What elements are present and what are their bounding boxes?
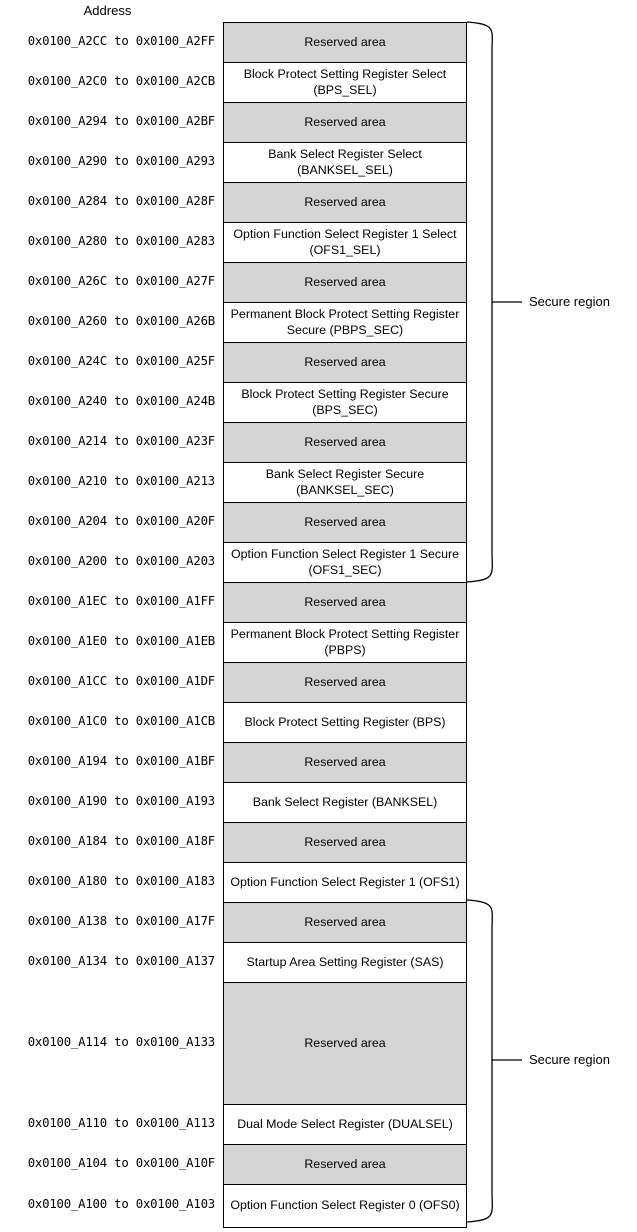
row-label: Block Protect Setting Register Select (B… [243, 66, 447, 97]
register-row: Bank Select Register Select (BANKSEL_SEL… [224, 143, 466, 183]
address-range-label: 0x0100_A114 to 0x0100_A133 [27, 1035, 215, 1049]
address-range-label: 0x0100_A290 to 0x0100_A293 [27, 154, 215, 168]
row-label: Option Function Select Register 1 (OFS1) [230, 874, 460, 889]
address-range-label: 0x0100_A204 to 0x0100_A20F [27, 514, 215, 528]
register-row: Permanent Block Protect Setting Register… [224, 623, 466, 663]
address-range-label: 0x0100_A200 to 0x0100_A203 [27, 554, 215, 568]
reserved-area-row: Reserved area [224, 343, 466, 383]
reserved-area-row: Reserved area [224, 983, 466, 1105]
register-row: Option Function Select Register 1 Secure… [224, 543, 466, 583]
address-range-label: 0x0100_A138 to 0x0100_A17F [27, 914, 215, 928]
reserved-area-row: Reserved area [224, 183, 466, 223]
address-range-label: 0x0100_A184 to 0x0100_A18F [27, 834, 215, 848]
register-row: Block Protect Setting Register (BPS) [224, 703, 466, 743]
row-label: Reserved area [304, 34, 386, 49]
reserved-area-row: Reserved area [224, 583, 466, 623]
secure-region-bracket [466, 21, 493, 583]
row-label: Reserved area [304, 914, 386, 929]
register-row: Option Function Select Register 1 Select… [224, 223, 466, 263]
row-label: Reserved area [304, 354, 386, 369]
row-label: Permanent Block Protect Setting Register… [230, 626, 460, 657]
row-label: Reserved area [304, 834, 386, 849]
reserved-area-row: Reserved area [224, 823, 466, 863]
address-range-label: 0x0100_A260 to 0x0100_A26B [27, 314, 215, 328]
address-range-label: 0x0100_A26C to 0x0100_A27F [27, 274, 215, 288]
address-range-label: 0x0100_A280 to 0x0100_A283 [27, 234, 215, 248]
reserved-area-row: Reserved area [224, 263, 466, 303]
register-row: Option Function Select Register 0 (OFS0) [224, 1185, 466, 1227]
row-label: Reserved area [304, 434, 386, 449]
reserved-area-row: Reserved area [224, 103, 466, 143]
address-range-label: 0x0100_A1E0 to 0x0100_A1EB [27, 634, 215, 648]
row-label: Reserved area [304, 114, 386, 129]
row-label: Option Function Select Register 1 Secure… [231, 546, 459, 577]
address-label-column: 0x0100_A2CC to 0x0100_A2FF 0x0100_A2C0 to… [0, 0, 215, 1232]
address-range-label: 0x0100_A104 to 0x0100_A10F [27, 1156, 215, 1170]
address-range-label: 0x0100_A190 to 0x0100_A193 [27, 794, 215, 808]
address-range-label: 0x0100_A210 to 0x0100_A213 [27, 474, 215, 488]
reserved-area-row: Reserved area [224, 743, 466, 783]
address-range-label: 0x0100_A110 to 0x0100_A113 [27, 1116, 215, 1130]
row-label: Reserved area [304, 274, 386, 289]
reserved-area-row: Reserved area [224, 423, 466, 463]
row-label: Block Protect Setting Register (BPS) [244, 714, 446, 729]
secure-region-label: Secure region [529, 294, 610, 309]
row-label: Reserved area [304, 754, 386, 769]
secure-region-bracket [466, 899, 493, 1223]
row-label: Reserved area [304, 1035, 386, 1050]
row-label: Block Protect Setting Register Secure (B… [241, 386, 449, 417]
row-label: Startup Area Setting Register (SAS) [246, 954, 444, 969]
reserved-area-row: Reserved area [224, 903, 466, 943]
row-label: Reserved area [304, 1156, 386, 1171]
reserved-area-row: Reserved area [224, 503, 466, 543]
address-range-label: 0x0100_A284 to 0x0100_A28F [27, 194, 215, 208]
address-range-label: 0x0100_A134 to 0x0100_A137 [27, 954, 215, 968]
register-row: Permanent Block Protect Setting Register… [224, 303, 466, 343]
address-range-label: 0x0100_A180 to 0x0100_A183 [27, 874, 215, 888]
register-row: Bank Select Register Secure (BANKSEL_SEC… [224, 463, 466, 503]
row-label: Reserved area [304, 674, 386, 689]
register-row: Bank Select Register (BANKSEL) [224, 783, 466, 823]
register-row: Block Protect Setting Register Select (B… [224, 63, 466, 103]
address-range-label: 0x0100_A294 to 0x0100_A2BF [27, 114, 215, 128]
address-column-title: Address [83, 3, 132, 18]
row-label: Dual Mode Select Register (DUALSEL) [237, 1116, 453, 1131]
address-range-label: 0x0100_A240 to 0x0100_A24B [27, 394, 215, 408]
register-row: Dual Mode Select Register (DUALSEL) [224, 1105, 466, 1145]
secure-region-label: Secure region [529, 1052, 610, 1067]
address-range-label: 0x0100_A1EC to 0x0100_A1FF [27, 594, 215, 608]
address-range-label: 0x0100_A2C0 to 0x0100_A2CB [27, 74, 215, 88]
row-label: Option Function Select Register 0 (OFS0) [230, 1198, 460, 1213]
row-label: Bank Select Register (BANKSEL) [252, 794, 438, 809]
row-label: Reserved area [304, 194, 386, 209]
register-row: Startup Area Setting Register (SAS) [224, 943, 466, 983]
address-range-label: 0x0100_A1CC to 0x0100_A1DF [27, 674, 215, 688]
row-label: Reserved area [304, 514, 386, 529]
address-range-label: 0x0100_A100 to 0x0100_A103 [27, 1197, 215, 1211]
row-label: Option Function Select Register 1 Select… [233, 226, 457, 257]
register-row: Block Protect Setting Register Secure (B… [224, 383, 466, 423]
row-label: Bank Select Register Select (BANKSEL_SEL… [268, 146, 422, 177]
address-range-label: 0x0100_A2CC to 0x0100_A2FF [27, 34, 215, 48]
row-label: Bank Select Register Secure (BANKSEL_SEC… [265, 466, 425, 497]
address-range-label: 0x0100_A194 to 0x0100_A1BF [27, 754, 215, 768]
row-label: Permanent Block Protect Setting Register… [230, 306, 460, 337]
row-label: Reserved area [304, 594, 386, 609]
address-range-label: 0x0100_A24C to 0x0100_A25F [27, 354, 215, 368]
address-range-label: 0x0100_A1C0 to 0x0100_A1CB [27, 714, 215, 728]
reserved-area-row: Reserved area [224, 663, 466, 703]
register-row: Option Function Select Register 1 (OFS1) [224, 863, 466, 903]
reserved-area-row: Reserved area [224, 1145, 466, 1185]
address-range-label: 0x0100_A214 to 0x0100_A23F [27, 434, 215, 448]
reserved-area-row: Reserved area [224, 23, 466, 63]
